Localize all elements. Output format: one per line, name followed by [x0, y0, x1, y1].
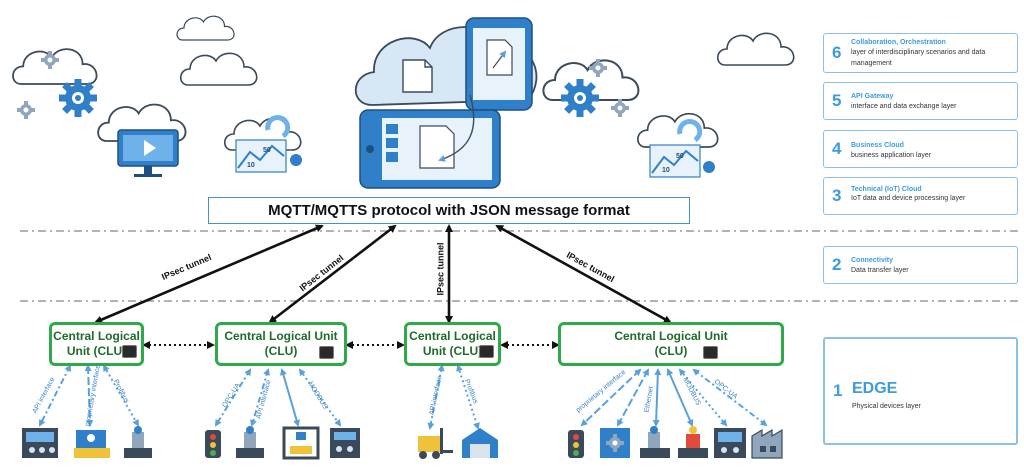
- clu-box: Central Logical Unit (CLU): [215, 322, 347, 366]
- printer-3d-icon: [282, 426, 320, 460]
- clu-label: Central Logical: [409, 329, 496, 343]
- dashboard-value-left-a: 50: [263, 147, 271, 154]
- layer-title: Connectivity: [851, 257, 894, 264]
- device-links: [39, 364, 768, 430]
- clu-label: Central Logical Unit: [614, 329, 728, 343]
- clu-label: Unit (CLU): [66, 344, 127, 358]
- dashboard-value-right-a: 50: [676, 153, 684, 160]
- layer-box-1: 1 EDGE Physical devices layer: [823, 337, 1018, 445]
- gear-icon: [600, 428, 630, 458]
- layer-number: 1: [833, 381, 843, 400]
- clu-label: Unit (CLU): [422, 344, 483, 358]
- ipsec-tunnel-arrow: [495, 224, 672, 324]
- clu-label: Central Logical: [53, 329, 140, 343]
- tablet-icon: [359, 109, 501, 189]
- layer-number: 2: [832, 255, 842, 274]
- control-panel-icon: [714, 428, 746, 458]
- clu-box: Central Logical Unit (CLU): [49, 322, 144, 366]
- robot-arm-icon: [236, 426, 264, 458]
- layer-box-5: 5 API Gateway interface and data exchang…: [823, 82, 1018, 120]
- clu-label: (CLU): [264, 344, 298, 358]
- layer-number: 5: [832, 91, 842, 110]
- layer-description: layer of interdisciplinary scenarios and…: [851, 49, 986, 67]
- layer-title: Technical (IoT) Cloud: [851, 186, 922, 193]
- layer-title: Business Cloud: [851, 142, 904, 149]
- document-icon: [402, 59, 433, 93]
- chip-icon: [479, 345, 494, 358]
- chart-dashboard-icon: [235, 115, 302, 173]
- monitor-play-icon: [117, 129, 179, 177]
- chip-icon: [122, 345, 137, 358]
- traffic-light-icon: [205, 430, 221, 458]
- ipsec-tunnel-arrow: [268, 224, 397, 324]
- forklift-icon: [418, 428, 453, 459]
- layer-number: 3: [832, 186, 842, 205]
- layer-description: Physical devices layer: [852, 403, 921, 410]
- robot-arm-icon: [640, 426, 670, 458]
- layer-box-3: 3 Technical (IoT) Cloud IoT data and dev…: [823, 177, 1018, 215]
- tunnel-label: IPsec tunnel: [435, 242, 446, 296]
- chip-icon: [319, 346, 334, 359]
- layer-box-2: 2 Connectivity Data transfer layer: [823, 246, 1018, 284]
- factory-icon: [751, 428, 783, 459]
- layer-description: business application layer: [851, 152, 932, 159]
- layer-box-6: 6 Collaboration, Orchestration layer of …: [823, 33, 1018, 73]
- layer-number: 4: [832, 139, 842, 158]
- robot-arm-icon: [678, 426, 708, 458]
- dashboard-value-left-b: 10: [247, 162, 255, 169]
- layer-description: IoT data and device processing layer: [851, 195, 966, 202]
- chip-icon: [703, 346, 718, 359]
- layer-box-4: 4 Business Cloud business application la…: [823, 130, 1018, 168]
- chart-dashboard-icon: [649, 119, 715, 178]
- clu-label: (CLU): [654, 344, 688, 358]
- layer-title: API Gateway: [851, 93, 894, 100]
- layer-description: Data transfer layer: [851, 267, 909, 274]
- clu-label: Central Logical Unit: [224, 329, 338, 343]
- tablet-icon: [465, 17, 533, 111]
- dashboard-value-right-b: 10: [662, 167, 670, 174]
- sync-arrow: [438, 94, 475, 162]
- clu-box: Central Logical Unit (CLU): [558, 322, 784, 366]
- control-panel-icon: [330, 428, 360, 458]
- traffic-light-icon: [568, 430, 584, 458]
- layer-title: Collaboration, Orchestration: [851, 39, 946, 46]
- layer-number: 6: [832, 43, 842, 62]
- layer-description: interface and data exchange layer: [851, 103, 957, 110]
- printer-3d-icon: [74, 430, 110, 458]
- robot-arm-icon: [124, 426, 152, 458]
- protocol-bar: MQTT/MQTTS protocol with JSON message fo…: [208, 197, 690, 224]
- clu-box: Central Logical Unit (CLU): [404, 322, 501, 366]
- control-panel-icon: [22, 428, 58, 458]
- warehouse-icon: [462, 428, 498, 458]
- layer-title: EDGE: [852, 380, 898, 397]
